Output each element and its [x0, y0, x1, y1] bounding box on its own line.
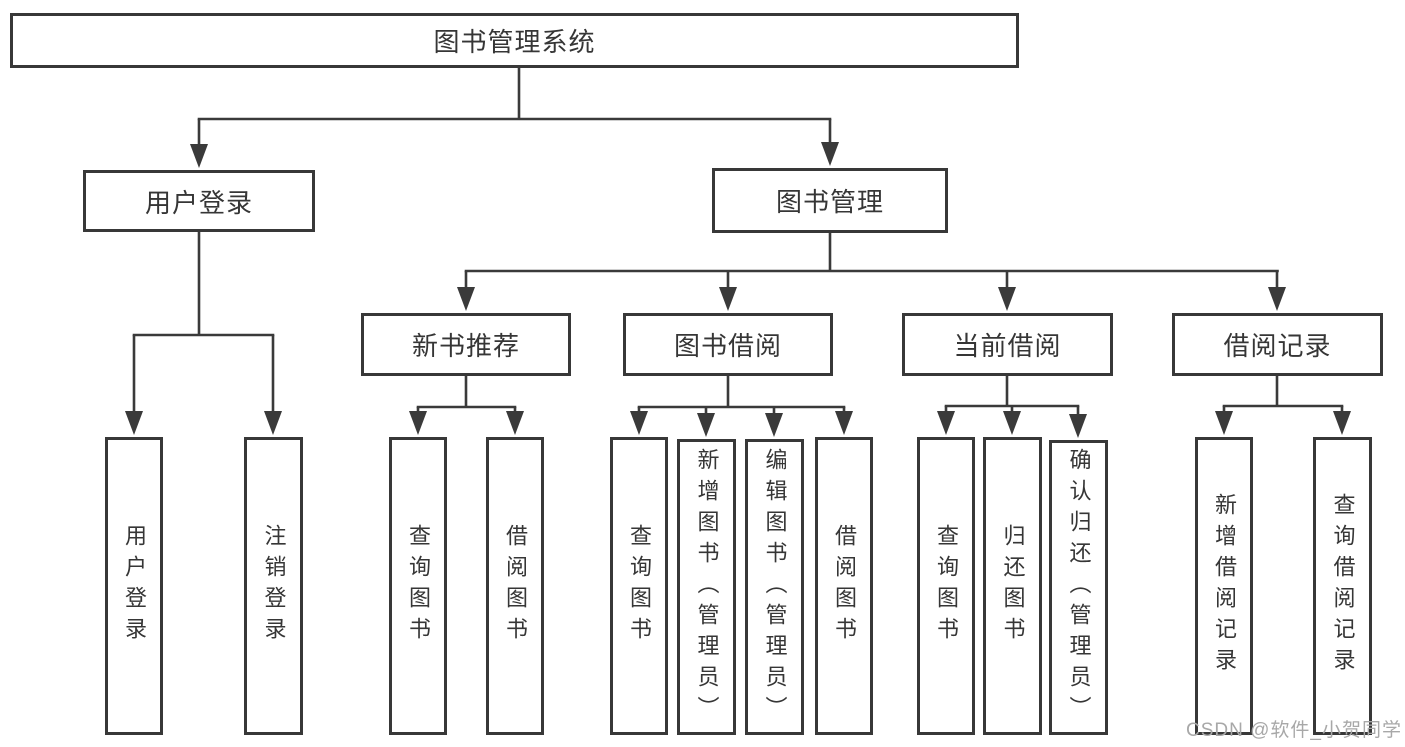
node-book-borrow: 图书借阅	[623, 313, 833, 376]
leaf-label: 查询图书	[934, 524, 959, 648]
node-label: 图书借阅	[673, 331, 782, 361]
leaf-label: 归还图书	[1000, 524, 1026, 648]
leaf-query-borrow-record: 查询借阅记录	[1313, 437, 1372, 735]
leaf-query-books-recommend: 查询图书	[389, 437, 447, 735]
connector-book-borrow	[630, 376, 853, 437]
leaf-label: 查询图书	[406, 524, 431, 648]
leaf-return-book: 归还图书	[983, 437, 1042, 735]
node-user-login: 用户登录	[83, 170, 315, 232]
node-label: 图书管理	[775, 187, 884, 217]
node-library-system: 图书管理系统	[10, 13, 1019, 68]
csdn-watermark: CSDN @软件_小贺同学	[1186, 720, 1402, 741]
node-label: 图书管理系统	[433, 27, 596, 57]
connector-borrow-records	[1215, 376, 1351, 435]
leaf-label: 查询借阅记录	[1330, 493, 1356, 679]
node-label: 当前借阅	[953, 331, 1062, 361]
leaf-query-books-borrow: 查询图书	[610, 437, 668, 735]
node-current-borrow: 当前借阅	[902, 313, 1113, 376]
connector-user-login	[125, 232, 282, 435]
leaf-query-books-current: 查询图书	[917, 437, 975, 735]
leaf-borrow-books: 借阅图书	[815, 437, 873, 735]
node-label: 借阅记录	[1223, 331, 1332, 361]
leaf-edit-book-admin: 编辑图书（管理员）	[745, 439, 804, 735]
leaf-label: 借阅图书	[832, 524, 857, 648]
leaf-label: 新增借阅记录	[1212, 493, 1237, 679]
leaf-add-borrow-record: 新增借阅记录	[1195, 437, 1253, 735]
leaf-label: 注销登录	[261, 524, 287, 648]
node-book-management: 图书管理	[712, 168, 948, 233]
leaf-label: 新增图书（管理员）	[694, 447, 720, 727]
node-label: 用户登录	[144, 187, 253, 218]
leaf-label: 编辑图书（管理员）	[762, 447, 788, 727]
leaf-add-book-admin: 新增图书（管理员）	[677, 439, 736, 735]
node-borrow-records: 借阅记录	[1172, 313, 1383, 376]
connector-current-borrow	[937, 376, 1087, 438]
leaf-logout: 注销登录	[244, 437, 303, 735]
leaf-label: 借阅图书	[503, 524, 528, 648]
node-new-book-recommend: 新书推荐	[361, 313, 571, 376]
leaf-borrow-books-recommend: 借阅图书	[486, 437, 544, 735]
leaf-label: 确认归还（管理员）	[1066, 448, 1092, 727]
leaf-user-login: 用户登录	[105, 437, 163, 735]
connector-new-book	[409, 376, 524, 435]
connector-root	[190, 67, 839, 168]
leaf-confirm-return-admin: 确认归还（管理员）	[1049, 440, 1108, 735]
leaf-label: 用户登录	[122, 524, 147, 648]
connector-book-management	[457, 233, 1286, 311]
node-label: 新书推荐	[411, 331, 520, 361]
leaf-label: 查询图书	[627, 524, 652, 648]
